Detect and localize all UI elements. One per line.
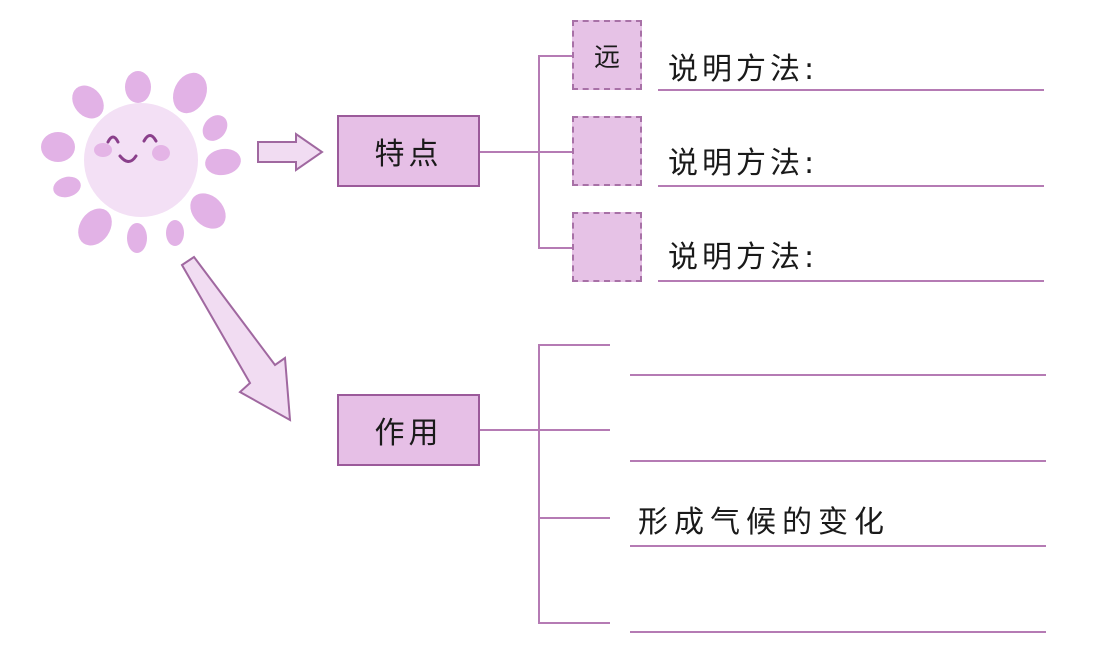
feature-box-2[interactable] [572,116,642,186]
method-answer-line-3[interactable] [658,280,1044,282]
method-answer-line-1[interactable] [658,89,1044,91]
effects-branch-3 [538,517,610,519]
effects-box: 作用 [337,394,480,466]
method-label-1: 说明方法: [668,52,819,87]
effect-answer-line-4[interactable] [630,631,1046,633]
effect-answer-line-2[interactable] [630,460,1046,462]
features-branch-3 [538,247,572,249]
hollow-arrow-right-icon [257,132,324,172]
features-box: 特点 [337,115,480,187]
feature-box-text: 远 [593,42,620,73]
effects-branch-4 [538,622,610,624]
method-label-2: 说明方法: [668,146,819,181]
method-label-3: 说明方法: [668,240,819,275]
hollow-arrow-down-right-icon [180,255,292,422]
effects-bracket [538,344,540,624]
features-branch-1 [538,55,572,57]
features-label: 特点 [374,137,443,172]
feature-box-1[interactable]: 远 [572,20,642,90]
effects-branch-1 [538,344,610,346]
effect-answer-line-3[interactable] [630,545,1046,547]
features-connector [480,151,572,153]
method-answer-line-2[interactable] [658,185,1044,187]
smiling-sun-icon [41,71,241,253]
effects-connector [480,429,610,431]
effects-label: 作用 [374,416,443,451]
effect-answer-line-1[interactable] [630,374,1046,376]
features-bracket [538,55,540,248]
effect-text-3: 形成气候的变化 [638,505,890,540]
feature-box-3[interactable] [572,212,642,282]
